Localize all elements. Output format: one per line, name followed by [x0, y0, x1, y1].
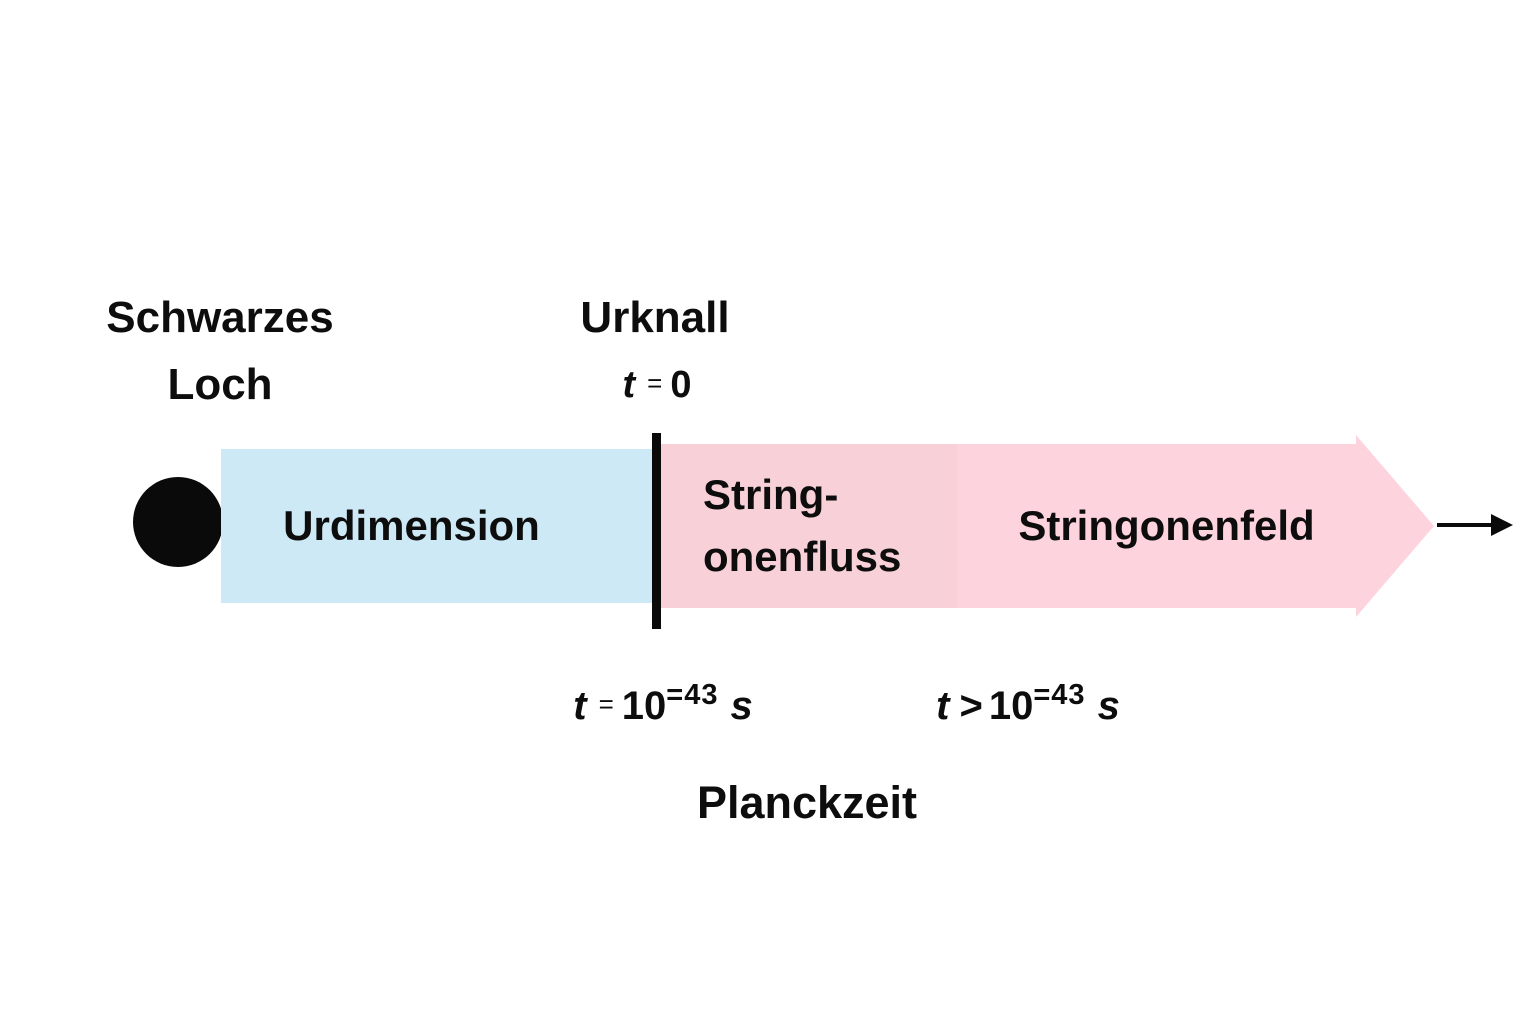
black-hole-label: Schwarzes Loch — [106, 293, 334, 410]
continuation-arrow-icon — [1437, 514, 1513, 536]
planck-time-label: Planckzeit — [696, 777, 918, 828]
time-variable: t — [622, 364, 636, 406]
big-bang-time-label: t =0 — [623, 364, 692, 407]
segment-stringonenfeld: Stringonenfeld — [957, 444, 1356, 608]
black-hole-dot — [133, 477, 223, 567]
exponent: =43 — [1033, 679, 1086, 711]
equals-sign: = — [647, 368, 663, 398]
segment-stringonenfluss-line2: onenfluss — [703, 533, 902, 580]
formula-planck-time: t =10=43 s — [573, 678, 752, 730]
segment-stringonenfluss: String- onenfluss — [661, 444, 957, 608]
black-hole-label-line2: Loch — [167, 360, 273, 410]
time-variable: t — [936, 684, 950, 728]
time-variable: t — [573, 684, 587, 728]
big-bang-divider-line — [652, 433, 661, 629]
timeline-arrowhead — [1356, 435, 1434, 617]
black-hole-label-line1: Schwarzes — [106, 293, 334, 342]
greater-than-sign: > — [959, 684, 983, 728]
seconds-unit: s — [1097, 684, 1120, 728]
base-number: 10 — [988, 684, 1034, 728]
segment-stringonenfeld-label: Stringonenfeld — [1018, 502, 1315, 549]
time-value: 0 — [670, 364, 692, 406]
base-number: 10 — [621, 684, 667, 728]
equals-sign: = — [598, 689, 614, 719]
segment-stringonenfluss-label: String- onenfluss — [703, 464, 901, 588]
formula-after-planck-time: t>10=43 s — [936, 678, 1120, 730]
seconds-unit: s — [730, 684, 753, 728]
exponent: =43 — [666, 679, 719, 711]
segment-urdimension: Urdimension — [221, 449, 652, 603]
big-bang-label: Urknall — [580, 293, 730, 342]
segment-stringonenfluss-line1: String- — [703, 471, 839, 518]
segment-urdimension-label: Urdimension — [283, 502, 540, 549]
